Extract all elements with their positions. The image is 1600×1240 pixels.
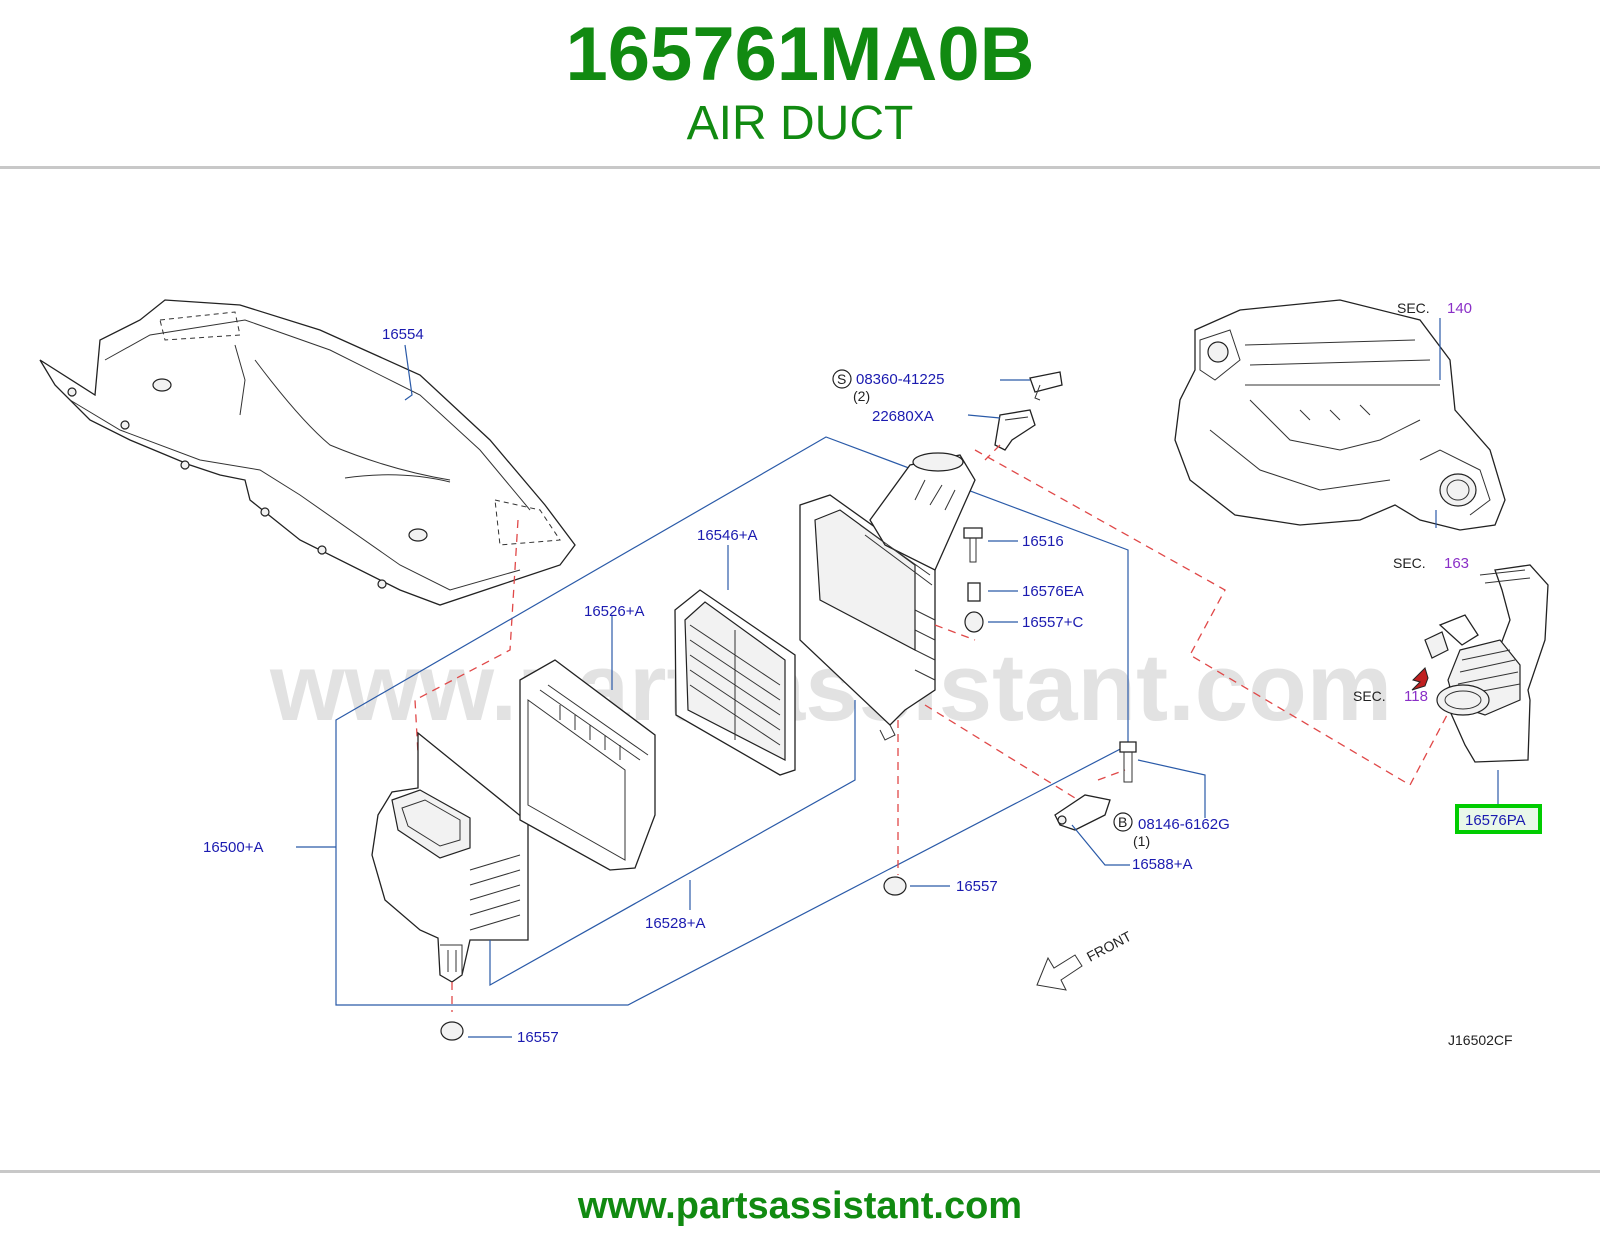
diagram-code: J16502CF bbox=[1448, 1032, 1513, 1048]
air-cleaner-lower-case[interactable] bbox=[371, 731, 529, 983]
footer-url-link[interactable]: www.partsassistant.com bbox=[577, 1185, 1023, 1227]
grommet-16557c[interactable] bbox=[964, 611, 984, 633]
label-16526a[interactable]: 16526+A bbox=[584, 603, 644, 620]
label-16557-bottom[interactable]: 16557 bbox=[517, 1029, 559, 1046]
grommet-16557-mid[interactable] bbox=[883, 876, 907, 896]
air-filter-16546a[interactable] bbox=[674, 589, 796, 776]
label-16554[interactable]: 16554 bbox=[382, 326, 424, 343]
part-number-title: 165761MA0B bbox=[565, 12, 1035, 97]
footer-divider bbox=[0, 1170, 1600, 1173]
bolt-08146-6162g[interactable] bbox=[1119, 741, 1137, 783]
engine-cover-16554[interactable] bbox=[39, 299, 576, 606]
sec-163-prefix: SEC. bbox=[1393, 555, 1426, 571]
front-label: FRONT bbox=[1084, 928, 1134, 965]
label-08360-41225[interactable]: 08360-41225 bbox=[856, 371, 944, 388]
filter-element-16526a[interactable] bbox=[519, 659, 656, 871]
intake-manifold bbox=[1174, 299, 1506, 531]
label-16576pa[interactable]: 16576PA bbox=[1465, 812, 1526, 829]
label-08360-qty: (2) bbox=[853, 388, 870, 404]
header: 165761MA0B AIR DUCT bbox=[0, 0, 1600, 168]
airflow-sensor-22680xa[interactable] bbox=[994, 409, 1036, 451]
label-16500a[interactable]: 16500+A bbox=[203, 839, 263, 856]
label-08146-qty: (1) bbox=[1133, 833, 1150, 849]
label-16588a[interactable]: 16588+A bbox=[1132, 856, 1192, 873]
parts-diagram: www.partsassistant.com 16554 16500+A bbox=[0, 168, 1600, 1170]
sec-118-ref[interactable]: 118 bbox=[1404, 688, 1428, 705]
air-cleaner-upper-case[interactable] bbox=[799, 452, 976, 741]
grommet-16557-bottom[interactable] bbox=[440, 1021, 464, 1041]
header-divider bbox=[0, 166, 1600, 169]
label-16546a[interactable]: 16546+A bbox=[697, 527, 757, 544]
bracket-16588a[interactable] bbox=[1054, 794, 1111, 831]
label-16557-mid[interactable]: 16557 bbox=[956, 878, 998, 895]
label-16557c[interactable]: 16557+C bbox=[1022, 614, 1083, 631]
label-08146-6162g[interactable]: 08146-6162G bbox=[1138, 816, 1230, 833]
highlight-box-16576pa[interactable] bbox=[1455, 804, 1542, 834]
front-arrow bbox=[1036, 954, 1083, 991]
sec-140-ref[interactable]: 140 bbox=[1447, 300, 1472, 317]
part-name-subtitle: AIR DUCT bbox=[686, 97, 914, 150]
label-16576ea[interactable]: 16576EA bbox=[1022, 583, 1084, 600]
sec-118-arrow-icon bbox=[1411, 667, 1429, 691]
label-16528a[interactable]: 16528+A bbox=[645, 915, 705, 932]
label-22680xa[interactable]: 22680XA bbox=[872, 408, 934, 425]
bolt-16516[interactable] bbox=[963, 527, 983, 563]
air-duct-16576pa[interactable] bbox=[1424, 564, 1549, 763]
collar-16576ea[interactable] bbox=[967, 582, 981, 602]
badge-s: S bbox=[837, 371, 846, 387]
sec-140-prefix: SEC. bbox=[1397, 300, 1430, 316]
screw-08360-41225[interactable] bbox=[1029, 371, 1063, 401]
parts-diagram-svg: www.partsassistant.com 16554 16500+A bbox=[39, 299, 1549, 1048]
sec-118-prefix: SEC. bbox=[1353, 688, 1386, 704]
sec-163-ref[interactable]: 163 bbox=[1444, 555, 1469, 572]
badge-b: B bbox=[1118, 814, 1127, 830]
label-16516[interactable]: 16516 bbox=[1022, 533, 1064, 550]
